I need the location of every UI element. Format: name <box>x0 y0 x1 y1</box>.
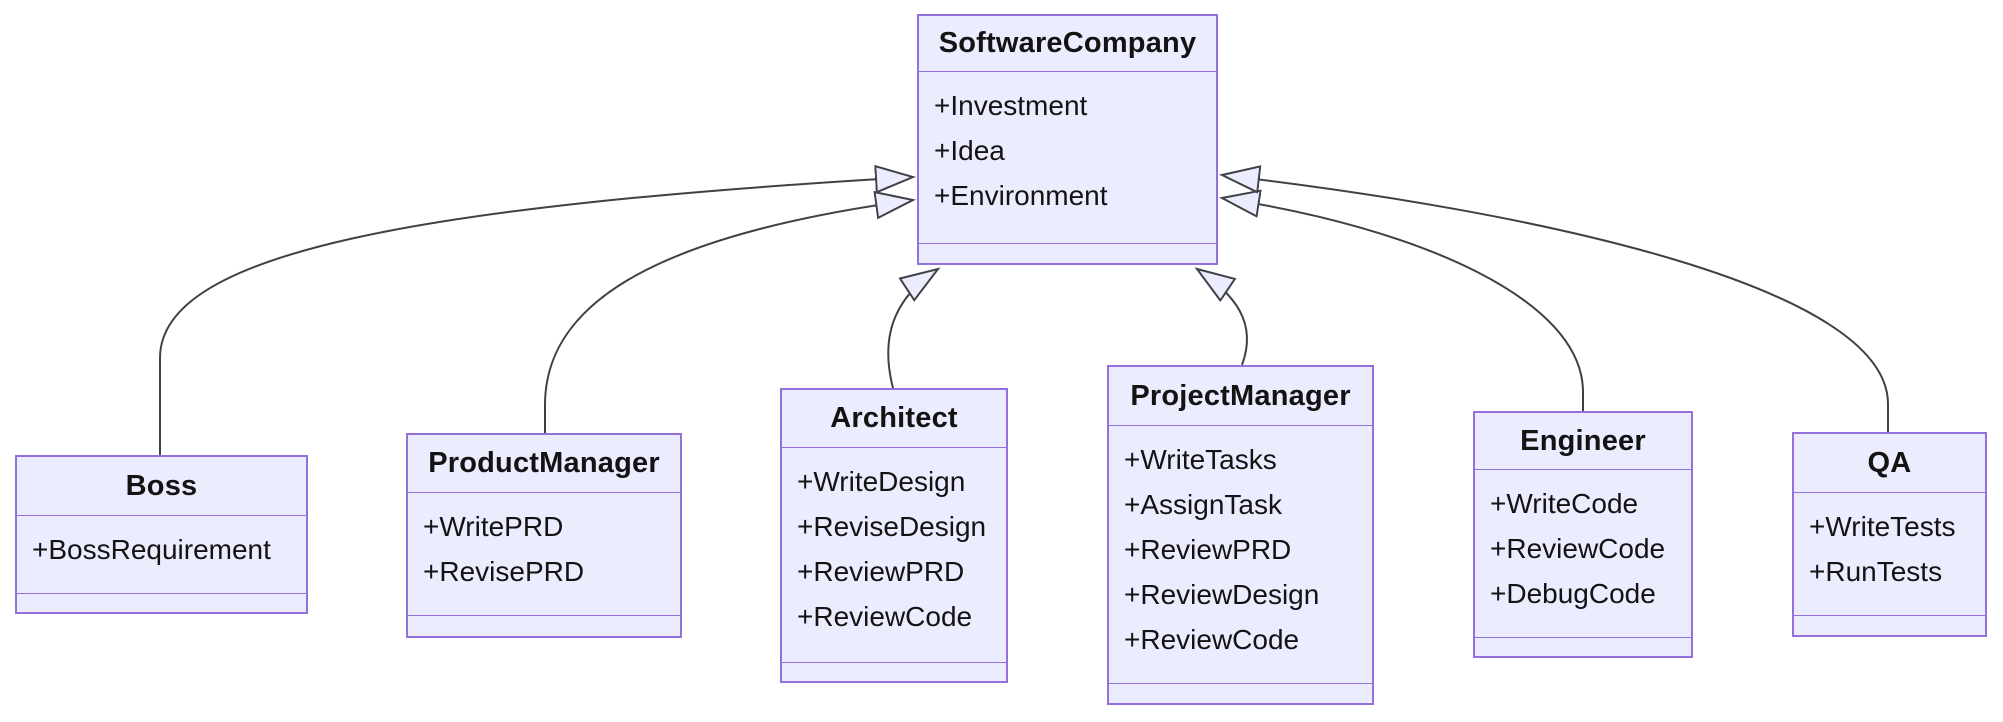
class-methods-compartment <box>1475 637 1691 656</box>
class-attributes: +WriteTasks +AssignTask +ReviewPRD +Revi… <box>1109 426 1372 683</box>
class-attributes: +WritePRD +RevisePRD <box>408 493 680 615</box>
class-box-qa: QA +WriteTests +RunTests <box>1792 432 1987 637</box>
class-attributes: +BossRequirement <box>17 516 306 593</box>
class-methods-compartment <box>1109 683 1372 703</box>
class-attribute: +WriteCode <box>1490 488 1639 519</box>
class-box-projectmanager: ProjectManager +WriteTasks +AssignTask +… <box>1107 365 1374 705</box>
class-box-engineer: Engineer +WriteCode +ReviewCode +DebugCo… <box>1473 411 1693 658</box>
inheritance-edge-projectmanager <box>1197 269 1248 366</box>
class-attribute: +ReviewCode <box>797 601 973 632</box>
class-attribute: +ReviewPRD <box>1124 534 1292 565</box>
class-attribute: +ReviewCode <box>1124 624 1300 655</box>
class-box-boss: Boss +BossRequirement <box>15 455 308 614</box>
class-title: Architect <box>782 390 1006 448</box>
class-title: Boss <box>17 457 306 516</box>
class-methods-compartment <box>1794 615 1985 635</box>
class-attribute: +AssignTask <box>1124 489 1282 520</box>
class-attribute: +Environment <box>934 180 1108 211</box>
class-attribute: +WritePRD <box>423 511 564 542</box>
class-attributes: +WriteDesign +ReviseDesign +ReviewPRD +R… <box>782 448 1006 662</box>
class-methods-compartment <box>17 593 306 612</box>
class-attributes: +Investment +Idea +Environment <box>919 72 1216 243</box>
inheritance-edge-architect <box>887 269 938 389</box>
class-attribute: +WriteTasks <box>1124 444 1277 475</box>
class-title: ProjectManager <box>1109 367 1372 426</box>
inheritance-edge-engineer <box>1222 198 1584 411</box>
class-title: SoftwareCompany <box>919 16 1216 72</box>
class-attribute: +Investment <box>934 90 1088 121</box>
class-title: Engineer <box>1475 413 1691 470</box>
class-attribute: +ReviewCode <box>1490 533 1666 564</box>
class-attribute: +ReviseDesign <box>797 511 987 542</box>
inheritance-edge-qa <box>1222 175 1889 432</box>
class-box-architect: Architect +WriteDesign +ReviseDesign +Re… <box>780 388 1008 683</box>
class-attribute: +WriteDesign <box>797 466 966 497</box>
class-attribute: +RevisePRD <box>423 556 585 587</box>
class-attribute: +Idea <box>934 135 1005 166</box>
class-attribute: +WriteTests <box>1809 511 1956 542</box>
class-attribute: +ReviewDesign <box>1124 579 1320 610</box>
class-methods-compartment <box>919 243 1216 263</box>
class-attribute: +DebugCode <box>1490 578 1656 609</box>
class-attributes: +WriteTests +RunTests <box>1794 493 1985 615</box>
class-methods-compartment <box>408 615 680 636</box>
inheritance-edge-productmanager <box>544 200 913 433</box>
class-attribute: +RunTests <box>1809 556 1943 587</box>
inheritance-edge-boss <box>159 177 913 455</box>
class-title: QA <box>1794 434 1985 493</box>
class-attribute: +BossRequirement <box>32 534 271 565</box>
class-box-productmanager: ProductManager +WritePRD +RevisePRD <box>406 433 682 638</box>
class-title: ProductManager <box>408 435 680 493</box>
class-box-softwarecompany: SoftwareCompany +Investment +Idea +Envir… <box>917 14 1218 265</box>
class-methods-compartment <box>782 662 1006 681</box>
class-attributes: +WriteCode +ReviewCode +DebugCode <box>1475 470 1691 637</box>
class-attribute: +ReviewPRD <box>797 556 965 587</box>
